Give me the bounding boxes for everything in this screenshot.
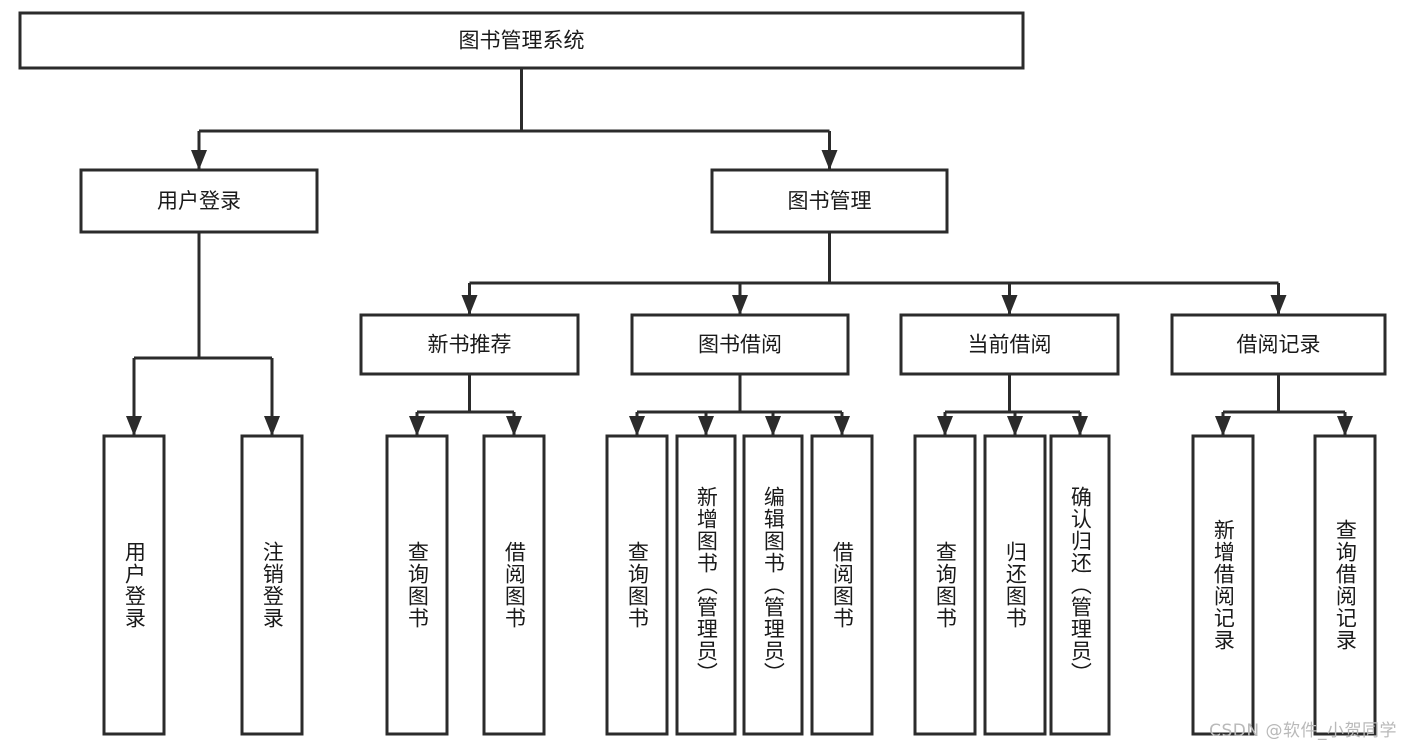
node-label-book-borrow: 图书借阅 (698, 333, 782, 357)
arrow-head-new-book-rec (461, 295, 478, 315)
node-box-current-borrow[interactable] (899, 313, 1120, 376)
node-box-leaf-borrow-book-bb[interactable] (810, 434, 874, 736)
watermark-text: CSDN @软件_小贺同学 (1209, 721, 1397, 741)
node-box-leaf-logout[interactable] (240, 434, 304, 736)
node-label-borrow-record: 借阅记录 (1237, 333, 1321, 357)
node-box-leaf-borrow-book-rec[interactable] (482, 434, 546, 736)
arrow-head-leaf-borrow-book-bb (834, 416, 850, 436)
arrow-head-leaf-user-login (126, 416, 142, 436)
node-box-borrow-record[interactable] (1170, 313, 1387, 376)
node-box-leaf-add-book[interactable] (675, 434, 737, 736)
arrow-head-leaf-query-record (1337, 416, 1353, 436)
arrow-head-leaf-query-book-rec (409, 416, 425, 436)
arrow-head-leaf-logout (264, 416, 280, 436)
node-label-new-book-rec: 新书推荐 (428, 333, 512, 357)
node-label-user-login: 用户登录 (157, 189, 241, 213)
node-box-leaf-query-book-cb[interactable] (913, 434, 977, 736)
node-label-root: 图书管理系统 (459, 29, 585, 53)
node-box-leaf-query-book-rec[interactable] (385, 434, 449, 736)
node-box-book-manage[interactable] (710, 168, 949, 234)
node-box-book-borrow[interactable] (630, 313, 850, 376)
arrow-head-book-manage (821, 150, 838, 170)
node-label-book-manage: 图书管理 (788, 189, 872, 213)
arrow-head-current-borrow (1001, 295, 1018, 315)
arrow-head-leaf-query-book-cb (937, 416, 953, 436)
node-box-new-book-rec[interactable] (359, 313, 580, 376)
node-box-leaf-return-book[interactable] (983, 434, 1047, 736)
arrow-head-user-login (191, 150, 207, 170)
node-box-user-login[interactable] (79, 168, 319, 234)
arrow-head-leaf-borrow-book-rec (506, 416, 522, 436)
node-box-leaf-add-record[interactable] (1191, 434, 1255, 736)
node-label-current-borrow: 当前借阅 (968, 333, 1052, 357)
node-box-leaf-query-book-bb[interactable] (605, 434, 669, 736)
arrow-head-leaf-edit-book (765, 416, 781, 436)
arrow-head-book-borrow (732, 295, 748, 315)
node-box-leaf-confirm-return[interactable] (1049, 434, 1111, 736)
node-box-leaf-query-record[interactable] (1313, 434, 1377, 736)
node-box-leaf-user-login[interactable] (102, 434, 166, 736)
arrow-head-leaf-add-book (698, 416, 714, 436)
arrow-head-leaf-confirm-return (1072, 416, 1088, 436)
connector-layer (126, 68, 1353, 436)
arrow-head-borrow-record (1270, 295, 1287, 315)
arrow-head-leaf-return-book (1007, 416, 1023, 436)
node-box-root[interactable] (18, 11, 1025, 70)
arrow-head-leaf-query-book-bb (629, 416, 645, 436)
arrow-head-leaf-add-record (1215, 416, 1231, 436)
node-box-leaf-edit-book[interactable] (742, 434, 804, 736)
